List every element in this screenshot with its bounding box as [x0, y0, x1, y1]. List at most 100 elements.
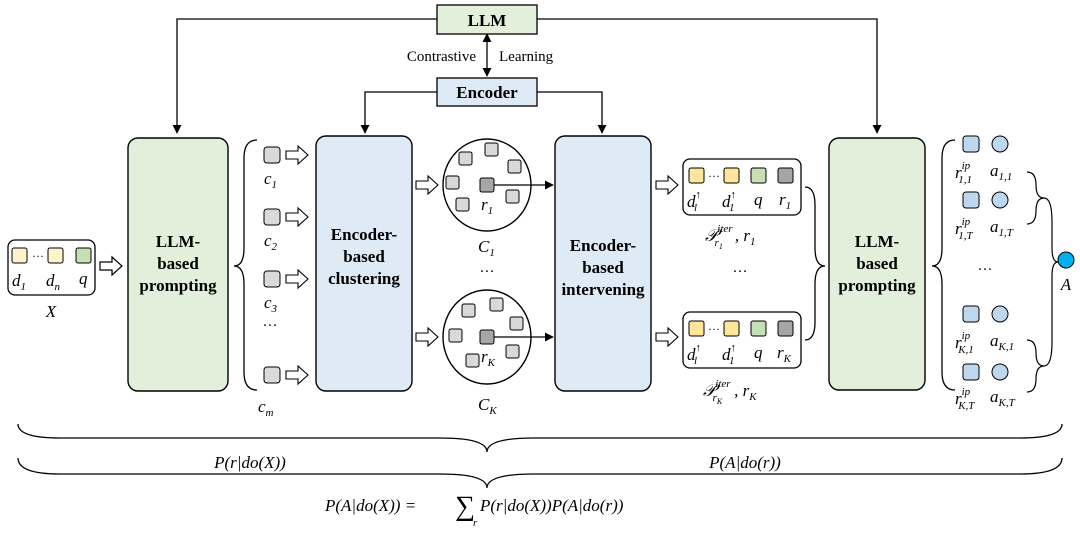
r1-label: r [481, 195, 488, 214]
query-q [750, 167, 767, 184]
c2-sub: 2 [272, 241, 278, 253]
brace-lower [17, 457, 1063, 489]
stage1-line1: LLM- [156, 232, 201, 251]
d1-label: d [722, 345, 731, 364]
c1-sub: 1 [272, 179, 278, 191]
r-ip-label: r [955, 219, 962, 238]
dots: ··· [708, 322, 720, 336]
doc-d1 [723, 320, 740, 337]
doc-dl [688, 167, 705, 184]
doc-square [507, 159, 522, 174]
r-ip-label: r [955, 163, 962, 182]
caption-tail-sub: 1 [750, 236, 756, 248]
stage4-line3: prompting [838, 276, 916, 295]
d1-sub: 1 [729, 355, 735, 367]
r-ip-sup: ip [962, 160, 971, 172]
r-label: r [777, 343, 784, 362]
ck-cluster-label: C [478, 395, 490, 414]
c3-square [263, 270, 281, 288]
svg-text:c3: c3 [264, 293, 278, 315]
svg-text:c2: c2 [264, 231, 278, 253]
caption-sup: iter [717, 223, 733, 235]
r-ip-sub: 1,1 [958, 174, 972, 186]
dl-sup: ↑ [696, 342, 702, 354]
doc-square [458, 151, 473, 166]
r-ip-square [962, 135, 980, 153]
dl-sub: l [694, 202, 697, 214]
doc-square [489, 297, 504, 312]
svg-text:C1: C1 [478, 237, 495, 259]
a-sub: 1,T [999, 227, 1014, 239]
stage2-line3: clustering [328, 269, 400, 288]
hollow-arrow [99, 255, 123, 277]
dl-label: d [687, 345, 696, 364]
doc-square [461, 303, 476, 318]
formula-right: P(A|do(r)) [708, 453, 781, 472]
a-label: a [990, 161, 999, 180]
doc-square [445, 175, 460, 190]
svg-text:P(r|do(X))P(A|do(r)): P(r|do(X))P(A|do(r)) [479, 496, 624, 515]
d1-sup: ↑ [731, 342, 737, 354]
r-sub: K [783, 353, 792, 365]
c-dots: ··· [263, 318, 278, 334]
r-ip-sub: K,1 [957, 344, 974, 356]
r-ip-square [962, 363, 980, 381]
svg-text:CK: CK [478, 395, 497, 417]
svg-text:cm: cm [258, 397, 274, 419]
c2-square [263, 208, 281, 226]
r1-sub: 1 [488, 205, 494, 217]
stage4-box [828, 137, 926, 391]
c1-cluster-sub: 1 [489, 247, 495, 259]
cm-sub: m [266, 407, 274, 419]
caption-subsub: 1 [719, 242, 723, 251]
cm-label: c [258, 397, 266, 416]
caption-tail: , r [735, 226, 751, 245]
stage3-line3: intervening [561, 280, 645, 299]
d1-sub: 1 [729, 202, 735, 214]
brace-clusters [233, 139, 258, 391]
hollow-arrow [655, 326, 679, 348]
prompt-box [682, 158, 802, 216]
svg-text:dn: dn [46, 271, 61, 293]
c1-square [263, 146, 281, 164]
r-ip-sup: ip [962, 330, 971, 342]
doc-d1 [723, 167, 740, 184]
svg-text:a1,T: a1,T [990, 217, 1014, 239]
brace-upper [17, 423, 1063, 453]
caption-tail-sub: K [748, 391, 757, 403]
a-sub: K,T [998, 397, 1016, 409]
formula-total-lhs: P(A|do(X)) = [324, 496, 416, 515]
stage2-line2: based [343, 247, 385, 266]
q-label: q [754, 190, 763, 209]
ck-cluster-sub: K [488, 405, 497, 417]
dl-sub: l [694, 355, 697, 367]
doc-square [484, 142, 499, 157]
r-ip-square [962, 305, 980, 323]
final-answer-circle [1057, 251, 1075, 269]
llm-label: LLM [468, 11, 507, 30]
formula-total-rhs: P(r|do(X))P(A|do(r)) [479, 496, 624, 515]
caption-subsub: K [716, 397, 723, 406]
r-ip-label: r [955, 389, 962, 408]
c3-sub: 3 [271, 303, 278, 315]
c1-label: c [264, 169, 272, 188]
caption-sup: iter [715, 378, 731, 390]
label-dn: d [46, 271, 55, 290]
r-ip-label: r [955, 333, 962, 352]
stage3-line2: based [582, 258, 624, 277]
svg-text:c1: c1 [264, 169, 277, 191]
dl-label: d [687, 192, 696, 211]
cluster-c1: r1 C1 [442, 138, 532, 259]
hollow-arrow [415, 326, 439, 348]
contrastive-label: Contrastive [407, 49, 476, 65]
answer-circle [991, 135, 1009, 153]
a-label: a [990, 331, 999, 350]
hollow-arrow [415, 174, 439, 196]
